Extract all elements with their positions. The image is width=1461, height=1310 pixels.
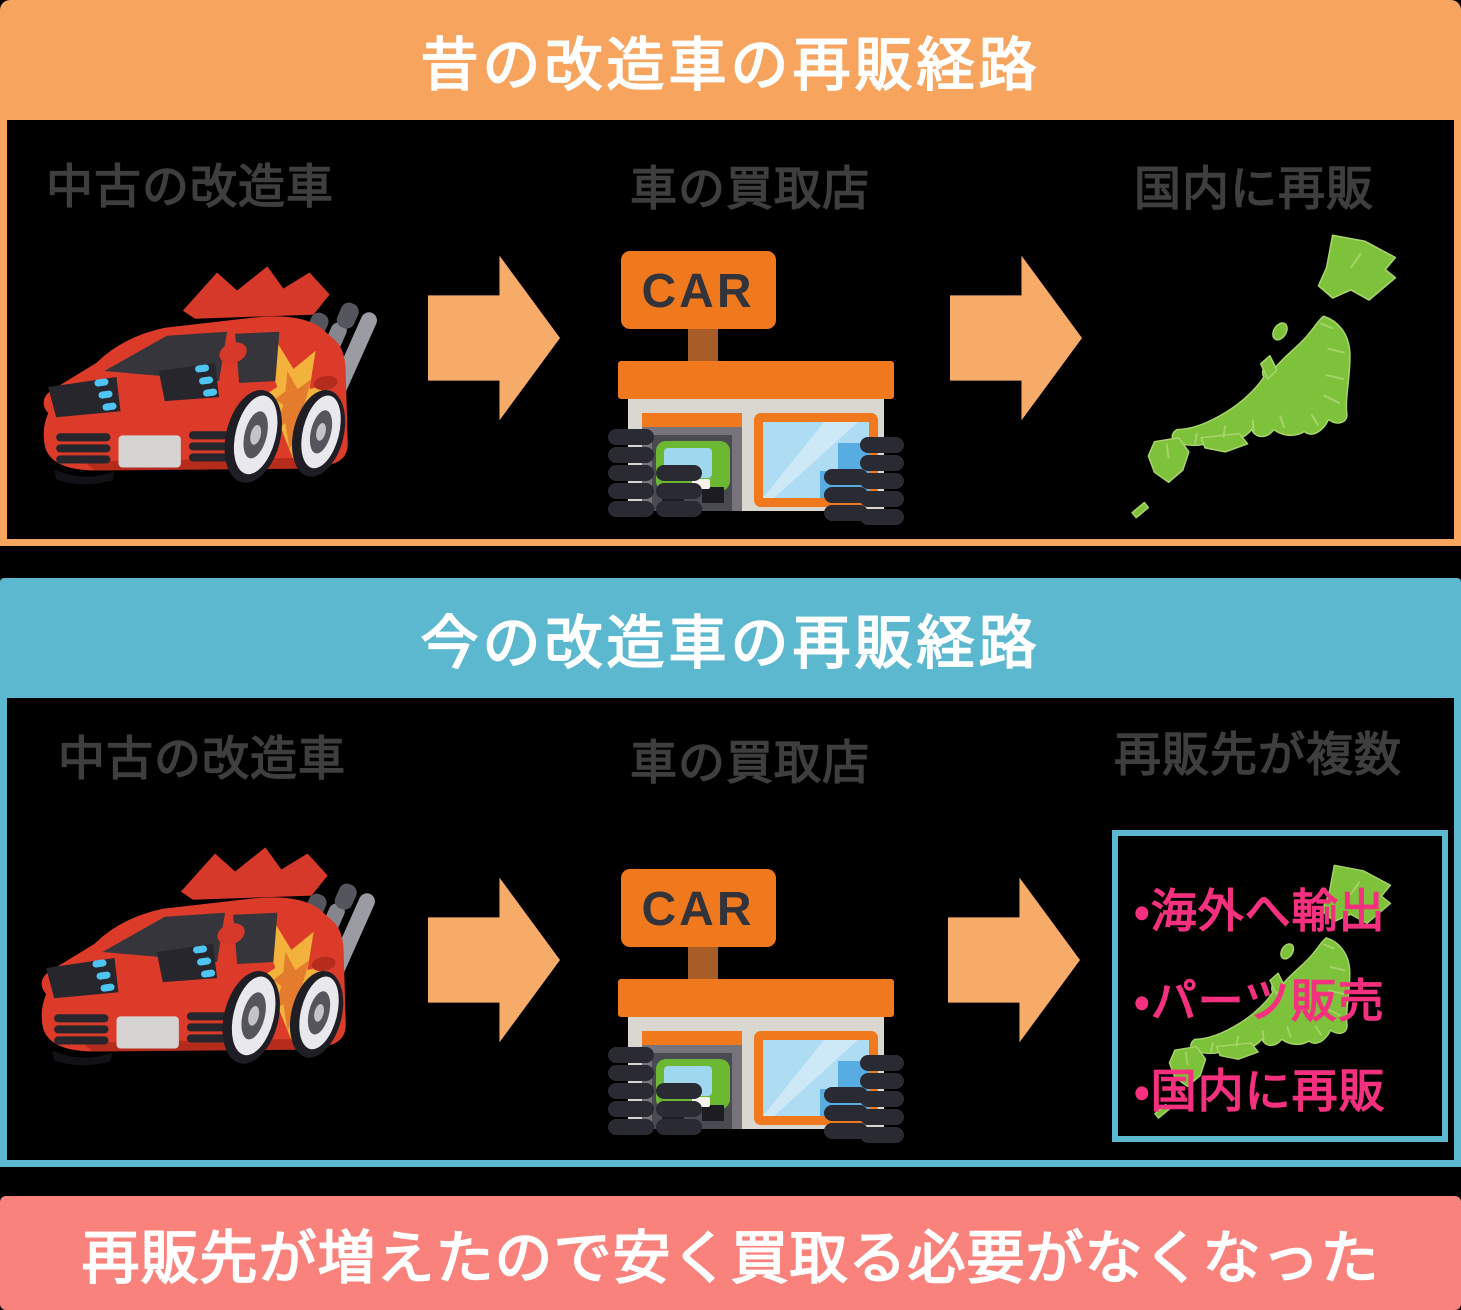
car-purchase-shop-illustration: CAR [608, 251, 904, 525]
japan-map-illustration [1154, 864, 1392, 1119]
new-route-title: 今の改造車の再販経路 [420, 611, 1041, 676]
old-step-shop-label: 車の買取店 [630, 162, 870, 215]
arrow-right-icon [948, 877, 1081, 1043]
old-step-domestic-label: 国内に再販 [1134, 162, 1374, 215]
shop-sign-text: CAR [642, 883, 755, 936]
arrow-right-icon [950, 255, 1083, 421]
car-purchase-shop-illustration: CAR [608, 869, 904, 1143]
shop-sign-text: CAR [642, 265, 755, 318]
multiple-destinations-box: ・海外へ輸出 ・パーツ販売 ・国内に再販 [1112, 830, 1448, 1142]
new-step-used-car-label: 中古の改造車 [58, 732, 346, 785]
modified-car-illustration [41, 847, 375, 1066]
destination-domestic-resale: ・国内に再販 [1134, 1065, 1386, 1117]
destination-parts-sales: ・パーツ販売 [1134, 975, 1385, 1027]
old-route-panel: 中古の改造車 車の買取店 国内に再販 [0, 120, 1461, 546]
new-route-header: 今の改造車の再販経路 [0, 578, 1461, 698]
new-route-panel: 中古の改造車 車の買取店 再販先が複数 [0, 698, 1461, 1167]
arrow-right-icon [428, 877, 561, 1043]
japan-map-illustration [1131, 234, 1397, 519]
arrow-right-icon [428, 255, 561, 421]
conclusion-banner: 再販先が増えたので安く買取る必要がなくなった [0, 1196, 1461, 1310]
modified-car-illustration [43, 266, 377, 485]
destination-export-overseas: ・海外へ輸出 [1134, 885, 1386, 937]
old-route-title: 昔の改造車の再販経路 [420, 33, 1041, 98]
new-step-multi-dest-label: 再販先が複数 [1114, 728, 1402, 781]
old-step-used-car-label: 中古の改造車 [46, 160, 334, 213]
new-step-shop-label: 車の買取店 [630, 736, 870, 789]
conclusion-text: 再販先が増えたので安く買取る必要がなくなった [81, 1226, 1380, 1291]
old-route-header: 昔の改造車の再販経路 [0, 0, 1461, 120]
